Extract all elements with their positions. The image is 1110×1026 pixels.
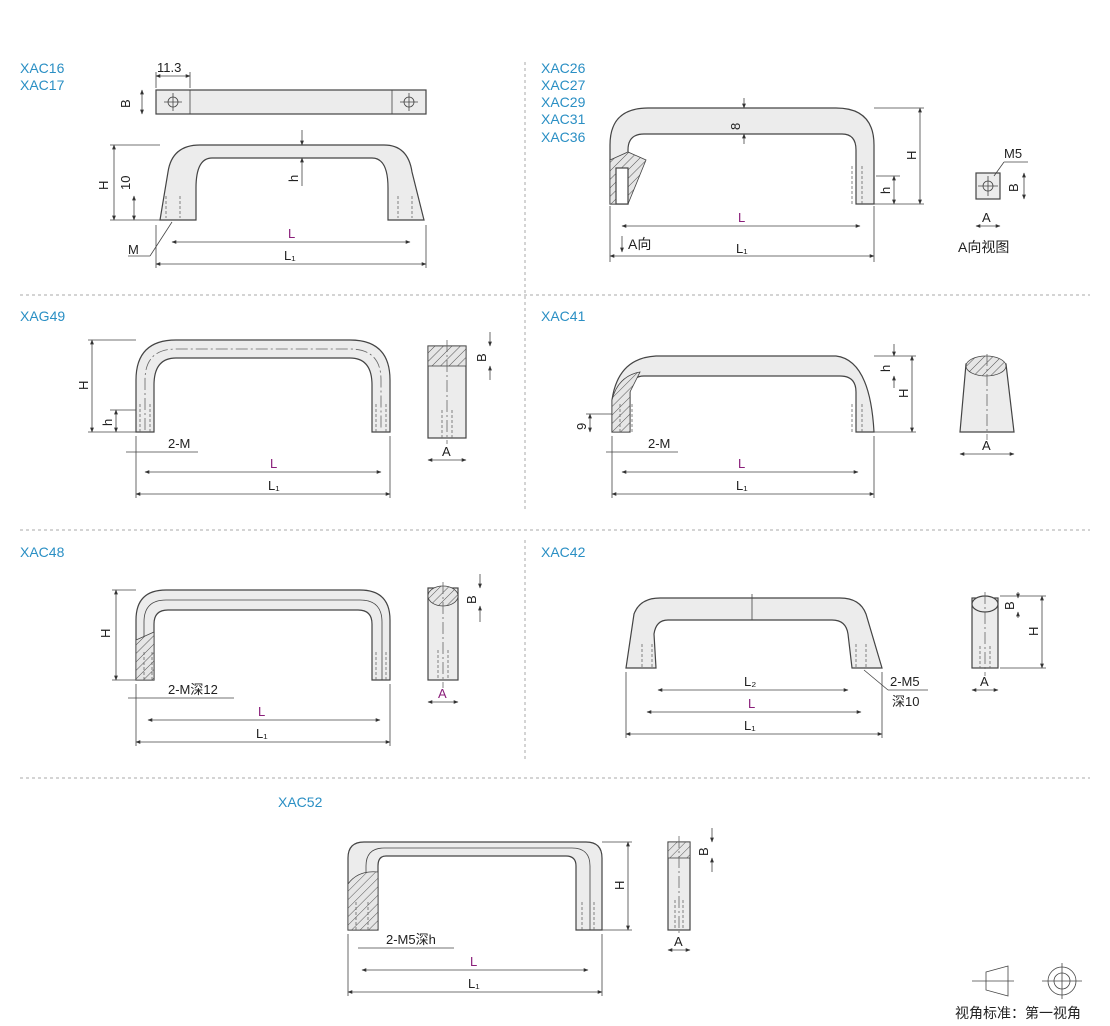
dim-L2: L₂: [744, 674, 756, 689]
handle-front-view: [135, 339, 391, 433]
section-hatch: [347, 871, 379, 931]
a-view-caption: A向视图: [958, 239, 1009, 255]
dim-h: h: [100, 419, 115, 426]
dim-2M5: 2-M5: [890, 674, 920, 689]
dim-H: H: [98, 629, 113, 638]
model-label-xac41: XAC41: [541, 308, 586, 324]
model-label-xac26: XAC26: [541, 60, 586, 76]
dim-H: H: [1026, 627, 1041, 636]
model-label-xac17: XAC17: [20, 77, 65, 93]
panel-xac26-group: XAC26 XAC27 XAC29 XAC31 XAC36 L L₁ A向 H …: [541, 60, 1028, 262]
model-label-xag49: XAG49: [20, 308, 65, 324]
dim-A: A: [438, 686, 447, 701]
panel-xac41: XAC41 H h 9 2-M L L₁ A: [541, 308, 1015, 498]
top-view-bar: [155, 89, 427, 115]
dim-H: H: [76, 381, 91, 390]
dim-A-dir: A向: [628, 236, 651, 252]
dim-M: M: [128, 242, 139, 257]
panel-xac48: XAC48 H 2-M深12 L L₁ B A: [20, 544, 482, 746]
dim-B: B: [1006, 183, 1021, 192]
dim-2M-deep12: 2-M深12: [168, 682, 218, 697]
dim-L1: L₁: [256, 726, 268, 741]
dim-L1: L₁: [736, 241, 748, 256]
dim-L: L: [738, 456, 745, 471]
dim-2M5-deep-h: 2-M5深h: [386, 932, 436, 947]
model-label-xac48: XAC48: [20, 544, 65, 560]
panel-xac52: XAC52 H 2-M5深h L L₁ B A: [278, 794, 714, 996]
truncated-cone-icon: [985, 965, 1009, 997]
grid-separators: [20, 62, 1090, 779]
projection-symbol: 视角标准：第一视角: [955, 963, 1082, 1021]
projection-caption: 视角标准：第一视角: [955, 1005, 1081, 1021]
handle-front-view: [611, 355, 875, 433]
dim-h: h: [286, 175, 301, 182]
dim-8: 8: [728, 123, 743, 130]
dim-L1: L₁: [268, 478, 280, 493]
section-hatch: [611, 371, 641, 433]
dim-B: B: [474, 353, 489, 362]
dim-B-top: B: [118, 99, 133, 108]
dim-L1: L₁: [736, 478, 748, 493]
model-label-xac16: XAC16: [20, 60, 65, 76]
dim-11-3: 11.3: [157, 60, 181, 75]
model-label-xac31: XAC31: [541, 111, 586, 127]
dim-deep10: 深10: [892, 694, 919, 709]
dim-9: 9: [574, 423, 589, 430]
dim-L: L: [470, 954, 477, 969]
dim-A: A: [442, 444, 451, 459]
panel-xac16-xac17: XAC16 XAC17 11.3 B H 10 h L L₁: [20, 60, 427, 268]
dim-H: H: [612, 881, 627, 890]
dim-L: L: [258, 704, 265, 719]
dim-H: H: [896, 389, 911, 398]
dim-L: L: [270, 456, 277, 471]
panel-xac42: XAC42 L₂ L L₁ 2-M5 深10 B H A: [541, 544, 1046, 738]
dim-L1: L₁: [284, 248, 296, 263]
handle-front-view: [609, 107, 875, 205]
dim-2M: 2-M: [168, 436, 190, 451]
handle-front-view: [347, 841, 603, 931]
handle-front-view: [135, 589, 391, 681]
model-label-xac27: XAC27: [541, 77, 586, 93]
dim-A: A: [982, 210, 991, 225]
panel-xag49: XAG49 H h 2-M L L₁ B A: [20, 308, 492, 498]
dim-h: h: [878, 187, 893, 194]
dim-L: L: [288, 226, 295, 241]
dim-L1: L₁: [744, 718, 756, 733]
dim-L: L: [738, 210, 745, 225]
dim-B: B: [696, 847, 711, 856]
dim-A: A: [674, 934, 683, 949]
dim-h: h: [878, 365, 893, 372]
model-label-xac42: XAC42: [541, 544, 586, 560]
dim-2M: 2-M: [648, 436, 670, 451]
dim-B: B: [1002, 601, 1017, 610]
dim-L: L: [748, 696, 755, 711]
handle-front-view: [625, 597, 883, 669]
dim-A: A: [982, 438, 991, 453]
dim-L1: L₁: [468, 976, 480, 991]
dim-H: H: [904, 151, 919, 160]
dim-M5: M5: [1004, 146, 1022, 161]
model-label-xac52: XAC52: [278, 794, 323, 810]
model-label-xac36: XAC36: [541, 129, 586, 145]
dim-A: A: [980, 674, 989, 689]
dim-10: 10: [118, 176, 133, 190]
dim-H: H: [96, 181, 111, 190]
model-label-xac29: XAC29: [541, 94, 586, 110]
dim-B: B: [464, 595, 479, 604]
section-hatch: [135, 631, 155, 681]
